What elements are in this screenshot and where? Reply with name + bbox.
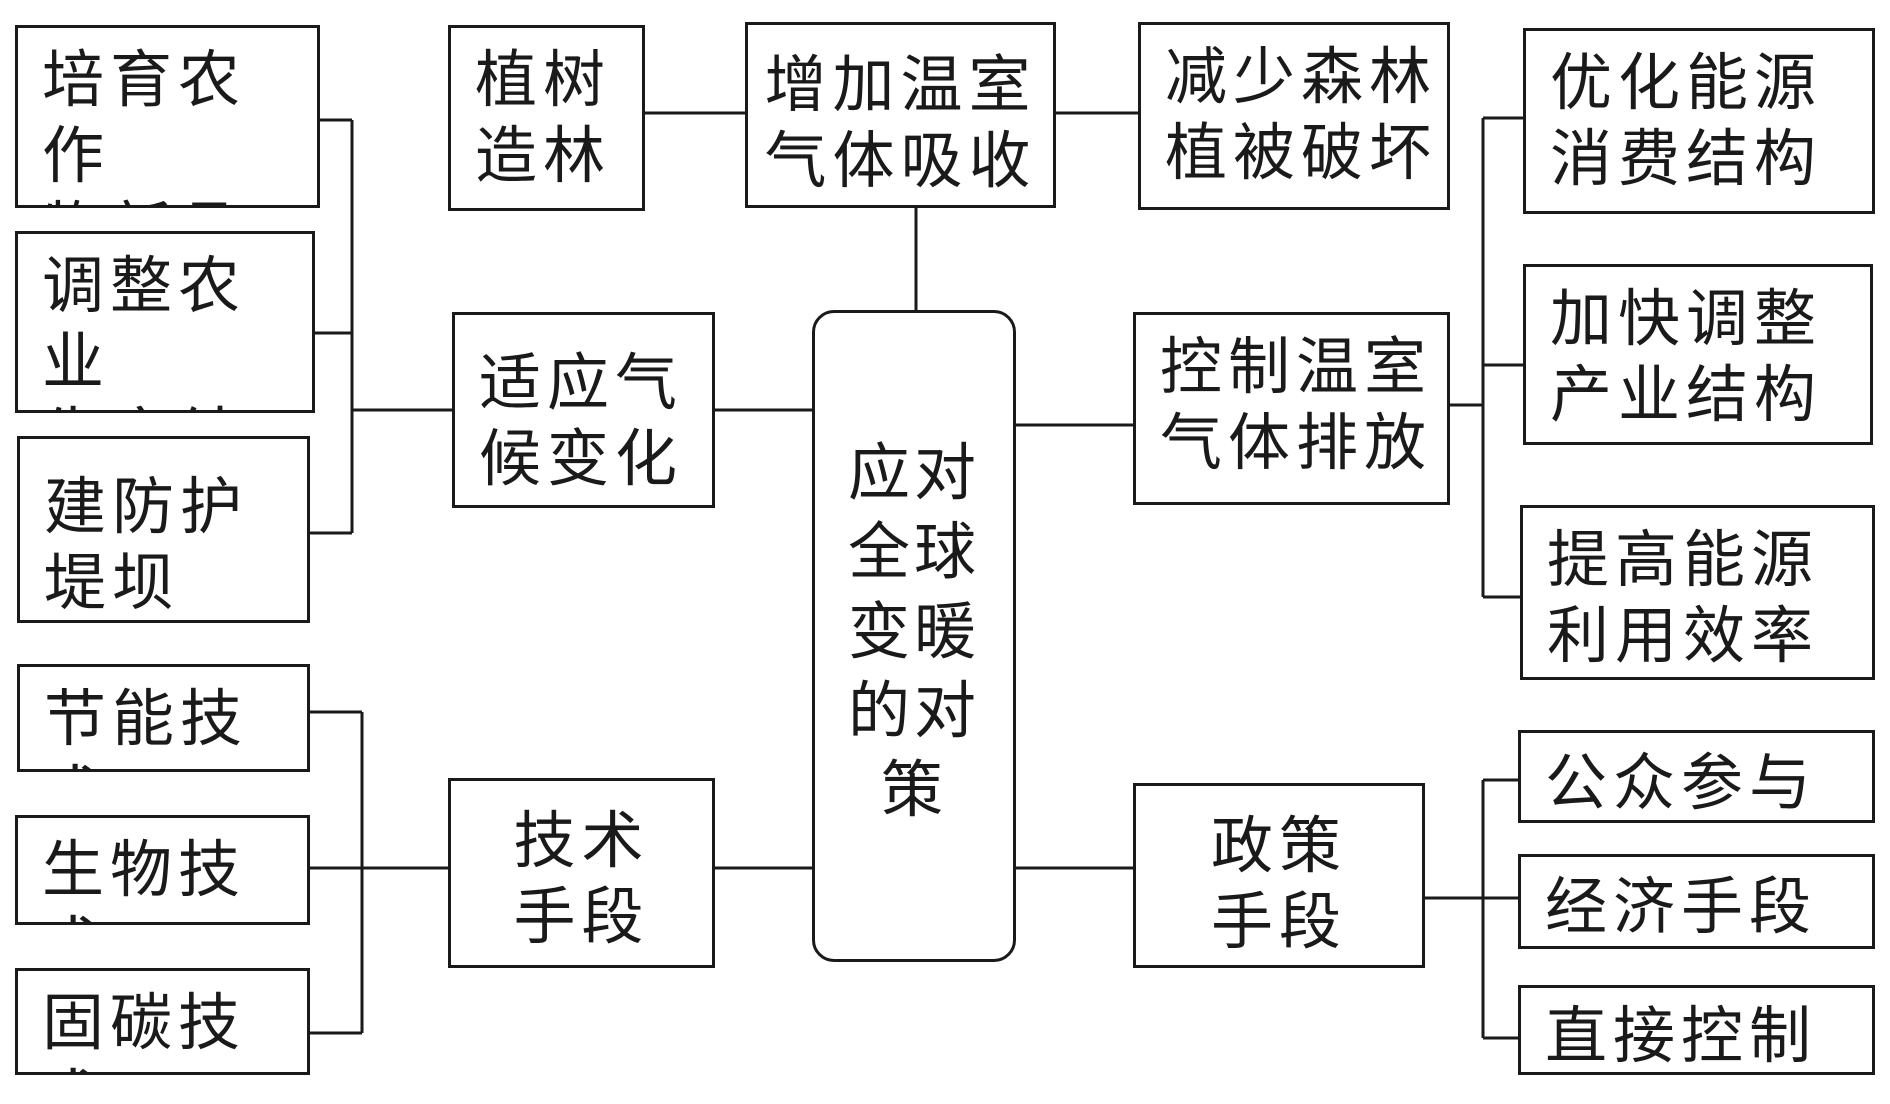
node-breed-crops: 培育农作 物新品种: [15, 25, 320, 208]
node-carbon-fix-tech: 固碳技术: [15, 968, 310, 1075]
node-energy-saving-tech: 节能技术: [17, 664, 310, 772]
node-adjust-agriculture: 调整农业 生产结构: [15, 231, 315, 413]
center-node-strategies: 应对 全球 变暖 的对 策: [812, 310, 1016, 962]
node-speed-industry: 加快调整 产业结构: [1523, 264, 1873, 445]
node-build-dams: 建防护 堤坝: [17, 436, 310, 623]
node-bio-tech: 生物技术: [15, 815, 310, 925]
node-optimize-energy: 优化能源 消费结构: [1523, 28, 1875, 214]
node-improve-efficiency: 提高能源 利用效率: [1520, 505, 1875, 680]
node-public-participation: 公众参与: [1518, 730, 1875, 823]
node-adapt-climate: 适应气 候变化: [452, 312, 715, 508]
node-increase-absorption: 增加温室 气体吸收: [745, 22, 1056, 208]
node-reduce-deforestation: 减少森林 植被破坏: [1138, 22, 1450, 210]
node-policy-means: 政策 手段: [1133, 783, 1425, 968]
node-tech-means: 技术 手段: [448, 778, 715, 968]
node-direct-control: 直接控制: [1518, 985, 1875, 1075]
node-plant-trees: 植树 造林: [448, 25, 645, 211]
node-economic-means: 经济手段: [1518, 854, 1875, 949]
node-control-emission: 控制温室 气体排放: [1133, 312, 1450, 505]
